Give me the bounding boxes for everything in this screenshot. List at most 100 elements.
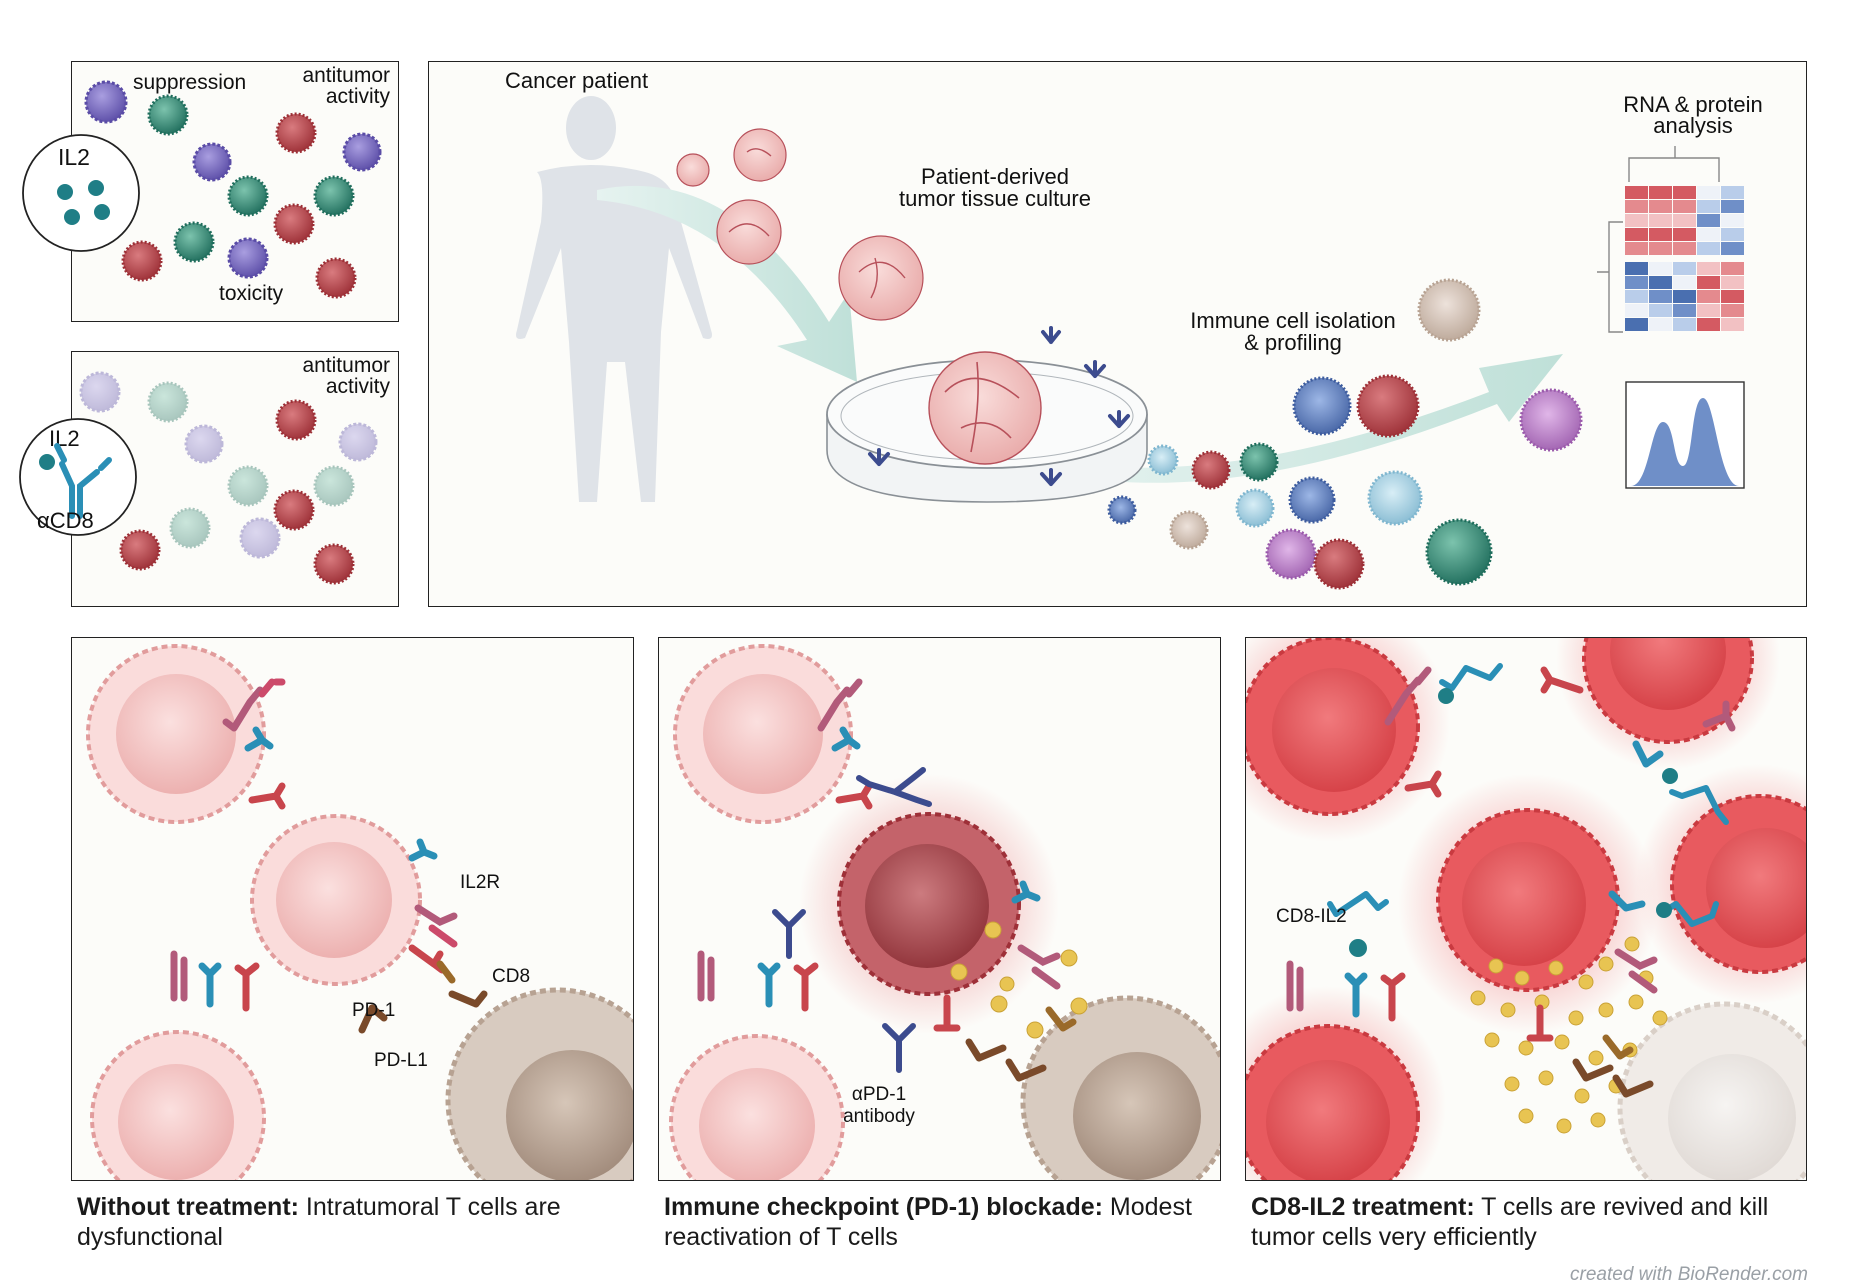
purple-cells <box>84 80 382 279</box>
heatmap-cell <box>1625 276 1648 289</box>
cd8il2-circle: IL2 αCD8 <box>19 418 137 536</box>
cytokine-granule <box>1488 958 1504 974</box>
receptors <box>170 678 488 1034</box>
heatmap <box>1625 186 1744 331</box>
heatmap-cell <box>1721 318 1744 331</box>
no-treatment-illustration: IL2R CD8 PD-1 PD-L1 <box>86 644 633 1180</box>
cytokine-granule <box>1628 994 1644 1010</box>
heatmap-cell <box>1673 186 1696 199</box>
label-isolation-1: Immune cell isolation <box>1190 308 1395 333</box>
heatmap-cell <box>1721 200 1744 213</box>
t-cell <box>673 644 853 824</box>
heatmap-cell <box>1673 228 1696 241</box>
caption-no-treatment-text: Intratumoral T cells are dysfunctional <box>77 1193 561 1251</box>
label-cd8: CD8 <box>492 966 530 987</box>
label-cd8il2: CD8-IL2 <box>1276 906 1347 927</box>
cytokine-granule <box>1504 1076 1520 1092</box>
heatmap-cell <box>1721 242 1744 255</box>
immune-cells <box>1107 278 1583 590</box>
label-antibody-2: antibody <box>843 1106 915 1127</box>
faded-cells <box>79 371 378 559</box>
receptors <box>1286 666 1736 1098</box>
heatmap-cell <box>1721 214 1744 227</box>
heatmap-cell <box>1673 262 1696 275</box>
t-cell <box>250 814 422 986</box>
t-cell <box>1246 638 1420 816</box>
heatmap-cell <box>1673 304 1696 317</box>
heatmap-cell <box>1625 228 1648 241</box>
tumor-cell <box>445 987 633 1180</box>
il2-circle-label: IL2 <box>58 144 90 170</box>
cytokine-granule <box>1470 990 1486 1006</box>
il2-circle: IL2 <box>22 134 140 252</box>
workflow-illustration: Cancer patient Patient-derived tumor tis… <box>505 68 1763 590</box>
pd1-blockade-panel: αPD-1 antibody <box>658 637 1221 1181</box>
antibody-icons <box>868 326 1130 486</box>
label-pd1: PD-1 <box>352 1000 395 1021</box>
heatmap-cell <box>1697 214 1720 227</box>
dying-tumor-cell <box>1617 1001 1806 1180</box>
t-cell <box>669 1034 845 1180</box>
cytokine-granule <box>1574 1088 1590 1104</box>
cytokine-granule <box>1556 1118 1572 1134</box>
il2-panel: suppression antitumor activity toxicity <box>71 61 399 322</box>
t-cell <box>1246 1024 1420 1180</box>
t-cell <box>90 1030 266 1180</box>
heatmap-dendrogram <box>1597 146 1720 333</box>
il2-molecule-icons <box>57 180 110 225</box>
heatmap-cell <box>1625 200 1648 213</box>
cytokine-granule <box>1538 1070 1554 1086</box>
il2-label: IL2 <box>49 426 80 451</box>
heatmap-cell <box>1625 242 1648 255</box>
label-culture-1: Patient-derived <box>921 164 1069 189</box>
anti-pd1-antibody-icons <box>772 767 932 1073</box>
cytokine-granule <box>1568 1010 1584 1026</box>
heatmap-cell <box>1649 262 1672 275</box>
label-analysis-2: analysis <box>1653 113 1732 138</box>
heatmap-cell <box>1649 318 1672 331</box>
t-cell <box>86 644 266 824</box>
heatmap-cell <box>1697 262 1720 275</box>
heatmap-cell <box>1649 304 1672 317</box>
cytokine-granule <box>1590 1112 1606 1128</box>
label-antibody-1: αPD-1 <box>852 1084 906 1105</box>
heatmap-cell <box>1721 262 1744 275</box>
biorender-credit: created with BioRender.com <box>1570 1264 1808 1285</box>
caption-pd1-blockade: Immune checkpoint (PD-1) blockade: Modes… <box>664 1192 1224 1252</box>
heatmap-cell <box>1697 200 1720 213</box>
cytokine-granule <box>1518 1108 1534 1124</box>
cd8il2-treatment-panel: CD8-IL2 <box>1245 637 1807 1181</box>
caption-pd1-blockade-bold: Immune checkpoint (PD-1) blockade: <box>664 1193 1103 1221</box>
heatmap-cell <box>1697 290 1720 303</box>
workflow-panel: Cancer patient Patient-derived tumor tis… <box>428 61 1807 607</box>
cytokine-granule <box>1598 1002 1614 1018</box>
heatmap-cell <box>1649 228 1672 241</box>
green-cells <box>147 94 355 263</box>
heatmap-cell <box>1721 304 1744 317</box>
heatmap-cell <box>1673 214 1696 227</box>
heatmap-cell <box>1673 318 1696 331</box>
red-cells <box>119 399 355 585</box>
label-suppression: suppression <box>133 71 246 94</box>
heatmap-cell <box>1673 242 1696 255</box>
cytokine-granule <box>1554 1034 1570 1050</box>
cytokine-granule <box>1598 956 1614 972</box>
receptors <box>697 678 1077 1082</box>
heatmap-cell <box>1697 242 1720 255</box>
caption-pd1-blockade-text: Modest reactivation of T cells <box>664 1193 1192 1251</box>
acd8-label: αCD8 <box>37 508 94 533</box>
heatmap-cell <box>1721 276 1744 289</box>
t-cell <box>1582 638 1754 744</box>
heatmap-cell <box>1697 228 1720 241</box>
cytokine-granule <box>1578 974 1594 990</box>
label-analysis-1: RNA & protein <box>1623 92 1762 117</box>
heatmap-cell <box>1625 214 1648 227</box>
cd8-il2-antibody-icons <box>1327 663 1729 927</box>
label-antitumor-1: antitumor <box>302 354 390 377</box>
antibody-icon <box>54 443 112 519</box>
caption-cd8il2-text: T cells are revived and kill tumor cells… <box>1251 1193 1769 1251</box>
tumor-vessels <box>728 148 906 299</box>
label-antitumor-1: antitumor <box>302 64 390 87</box>
cytokine-granule <box>1484 1032 1500 1048</box>
cytokine-granule <box>1652 1010 1668 1026</box>
